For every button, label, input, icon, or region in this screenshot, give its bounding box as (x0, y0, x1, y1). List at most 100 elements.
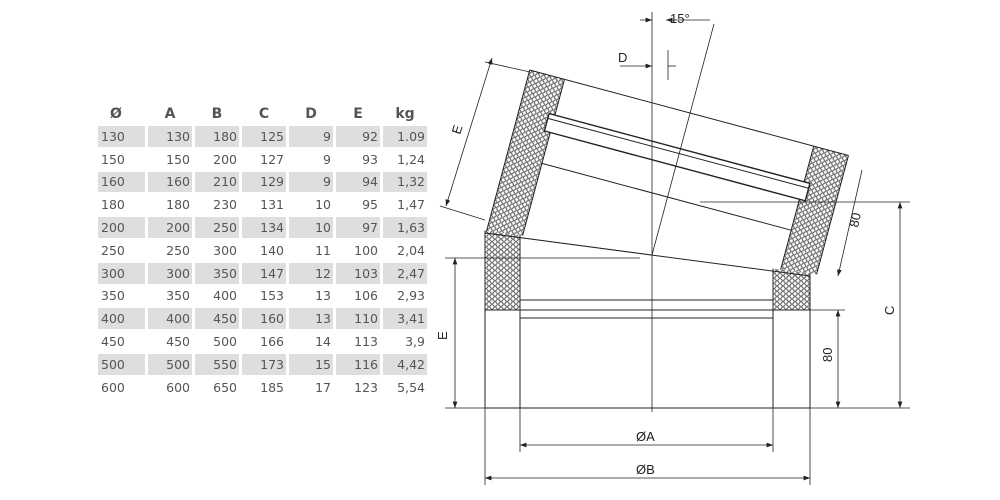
table-cell: 2,93 (397, 288, 425, 304)
table-cell: 180 (166, 197, 190, 213)
table-cell: 180 (101, 197, 125, 213)
table-cell: 230 (213, 197, 237, 213)
table-cell: 134 (242, 217, 286, 238)
table-cell: 110 (336, 308, 380, 330)
table-cell: 9 (289, 126, 333, 147)
table-cell: 9 (323, 151, 331, 167)
table-cell: 9 (289, 171, 333, 193)
table-cell: 400 (148, 308, 192, 330)
e-lower-label: E (435, 331, 450, 340)
upper-80-label: 80 (846, 211, 864, 228)
table-cell: 127 (260, 151, 284, 167)
center-axes (484, 12, 715, 412)
table-cell: 166 (260, 334, 284, 350)
table-cell: 3,41 (383, 308, 427, 330)
table-cell: 250 (166, 242, 190, 258)
table-cell: 92 (336, 126, 380, 147)
table-cell: 94 (336, 171, 380, 193)
table-cell: 150 (101, 151, 125, 167)
table-cell: 300 (213, 242, 237, 258)
table-cell: 15 (289, 353, 333, 375)
table-cell: 14 (315, 334, 331, 350)
table-cell: 150 (166, 151, 190, 167)
table-cell: 13 (289, 308, 333, 330)
table-cell: 103 (336, 262, 380, 284)
table-cell: 11 (315, 242, 331, 258)
e-upper-label: E (449, 123, 466, 136)
table-cell: 200 (148, 217, 192, 238)
column-header: kg (395, 106, 415, 122)
table-cell: 500 (213, 334, 237, 350)
table-cell: 1.09 (383, 126, 427, 147)
table-cell: 113 (354, 334, 378, 350)
table-cell: 17 (315, 379, 331, 395)
table-cell: 10 (289, 217, 333, 238)
table-cell: 160 (148, 171, 192, 193)
table-cell: 12 (289, 262, 333, 284)
column-header: Ø (110, 106, 122, 122)
b-diameter-label: ØB (636, 462, 655, 477)
table-cell: 550 (195, 353, 239, 375)
table-cell: 173 (242, 353, 286, 375)
table-cell: 450 (195, 308, 239, 330)
table-cell: 600 (166, 379, 190, 395)
table-cell: 116 (336, 353, 380, 375)
angle-label: 15° (670, 11, 690, 26)
table-cell: 130 (148, 126, 192, 147)
table-cell: 160 (98, 171, 145, 193)
table-cell: 185 (260, 379, 284, 395)
table-cell: 200 (213, 151, 237, 167)
table-cell: 5,54 (397, 379, 425, 395)
table-cell: 125 (242, 126, 286, 147)
table-cell: 4,42 (383, 353, 427, 375)
table-cell: 1,63 (383, 217, 427, 238)
table-cell: 2,47 (383, 262, 427, 284)
table-cell: 180 (195, 126, 239, 147)
table-cell: 300 (148, 262, 192, 284)
table-cell: 400 (98, 308, 145, 330)
table-cell: 131 (260, 197, 284, 213)
table-cell: 1,47 (397, 197, 425, 213)
table-cell: 129 (242, 171, 286, 193)
column-header: C (258, 106, 270, 122)
table-cell: 450 (166, 334, 190, 350)
table-cell: 95 (362, 197, 378, 213)
table-cell: 147 (242, 262, 286, 284)
column-header: E (353, 106, 363, 122)
table-cell: 130 (98, 126, 145, 147)
table-cell: 106 (354, 288, 378, 304)
column-header: D (305, 106, 317, 122)
table-cell: 97 (336, 217, 380, 238)
table-cell: 100 (354, 242, 378, 258)
column-header: A (164, 106, 176, 122)
table-cell: 400 (213, 288, 237, 304)
table-cell: 350 (195, 262, 239, 284)
table-cell: 200 (98, 217, 145, 238)
table-cell: 153 (260, 288, 284, 304)
table-cell: 250 (195, 217, 239, 238)
table-cell: 1,24 (397, 151, 425, 167)
table-cell: 650 (213, 379, 237, 395)
table-cell: 300 (98, 262, 145, 284)
table-cell: 600 (101, 379, 125, 395)
table-cell: 13 (315, 288, 331, 304)
dimension-lines (439, 17, 910, 485)
table-cell: 1,32 (383, 171, 427, 193)
table-cell: 500 (98, 353, 145, 375)
table-cell: 350 (101, 288, 125, 304)
table-cell: 140 (260, 242, 284, 258)
column-header: B (211, 106, 223, 122)
